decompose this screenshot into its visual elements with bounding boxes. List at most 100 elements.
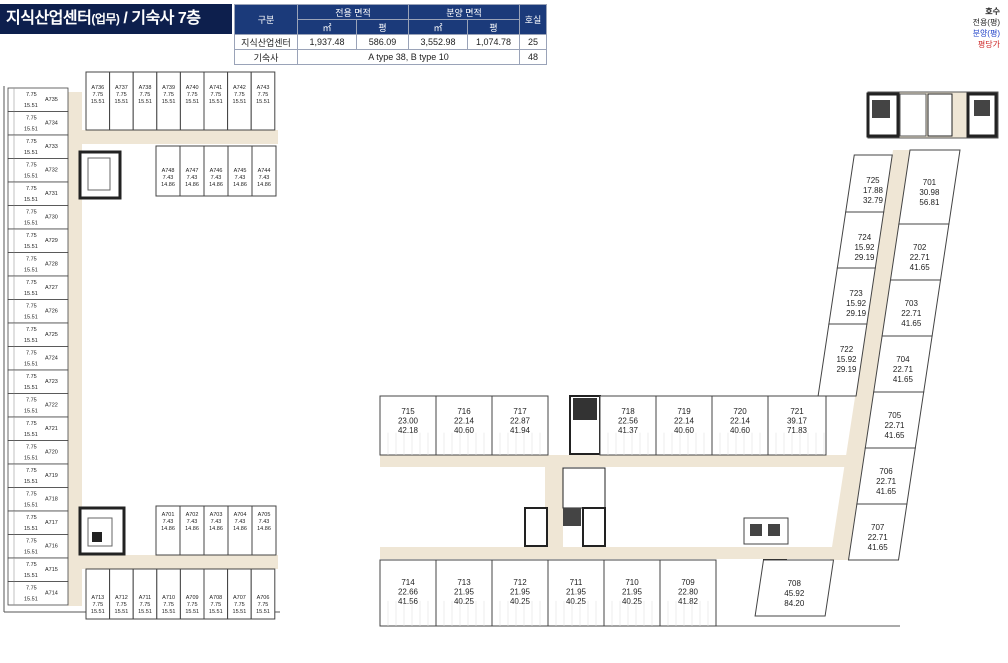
- unit-number: A706: [257, 595, 270, 601]
- unit-exclusive-area: 7.75: [26, 92, 37, 98]
- unit-number: 705: [888, 411, 902, 420]
- unit-outline: [379, 559, 437, 627]
- unit-sale-area: 41.94: [510, 426, 531, 435]
- unit-exclusive-area: 7.75: [26, 304, 37, 310]
- unit-outline: [7, 158, 69, 183]
- unit-number: A734: [45, 121, 58, 127]
- summary-table: 구분 전용 면적 분양 면적 호실 ㎡ 평 ㎡ 평 지식산업센터 1,937.4…: [234, 4, 547, 65]
- unit-exclusive-area: 7.75: [210, 92, 221, 98]
- unit-exclusive-area: 7.75: [210, 602, 221, 608]
- unit-sale-area: 15.51: [138, 609, 152, 615]
- unit-number: A704: [234, 512, 247, 518]
- unit-exclusive-area: 7.75: [26, 210, 37, 216]
- unit-number: A729: [45, 238, 58, 244]
- unit-outline: [7, 134, 69, 159]
- unit-outline: [7, 87, 69, 112]
- unit-outline: [817, 323, 868, 397]
- unit-exclusive-area: 7.43: [163, 519, 174, 525]
- unit-number: 706: [879, 467, 893, 476]
- unit-sale-area: 15.51: [24, 315, 38, 321]
- floor-grid: [555, 600, 597, 626]
- unit-exclusive-area: 22.71: [876, 477, 897, 486]
- unit-outline: [250, 71, 276, 131]
- unit-exclusive-area: 7.75: [26, 116, 37, 122]
- unit-number: 707: [871, 523, 885, 532]
- unit-exclusive-area: 7.75: [26, 445, 37, 451]
- unit-number: 714: [401, 578, 415, 587]
- unit-number: A731: [45, 191, 58, 197]
- hvac-icon: [750, 524, 762, 536]
- unit-outline: [379, 395, 437, 456]
- floor-grid: [719, 432, 761, 455]
- unit-sale-area: 40.60: [454, 426, 475, 435]
- unit-exclusive-area: 15.92: [854, 243, 875, 252]
- unit-number: A713: [91, 595, 104, 601]
- unit-outline: [7, 252, 69, 277]
- stair-icon: [87, 157, 111, 191]
- unit-number: 724: [858, 233, 872, 242]
- unit-sale-area: 14.86: [209, 182, 223, 188]
- unit-exclusive-area: 7.43: [235, 519, 246, 525]
- unit-sale-area: 15.51: [256, 609, 270, 615]
- unit-exclusive-area: 7.75: [116, 92, 127, 98]
- unit-outline: [251, 145, 277, 197]
- unit-number: A744: [258, 168, 271, 174]
- dorm-corridor-vertical: [68, 92, 82, 606]
- unit-sale-area: 40.25: [454, 597, 475, 606]
- unit-sale-area: 40.25: [566, 597, 587, 606]
- unit-exclusive-area: 7.43: [211, 175, 222, 181]
- unit-exclusive-area: 7.75: [187, 602, 198, 608]
- unit-sale-area: 15.51: [24, 503, 38, 509]
- restroom-core: [562, 467, 606, 509]
- legend-price: 평당가: [977, 40, 1000, 49]
- unit-exclusive-area: 7.43: [259, 175, 270, 181]
- dorm-units: A7367.7515.51A7377.7515.51A7387.7515.51A…: [7, 71, 277, 620]
- unit-number: A710: [162, 595, 175, 601]
- unit-outline: [7, 557, 69, 582]
- stair-icon: [87, 517, 113, 547]
- unit-outline: [847, 503, 908, 561]
- unit-exclusive-area: 7.75: [26, 586, 37, 592]
- unit-exclusive-area: 21.95: [454, 588, 475, 597]
- unit-outline: [7, 440, 69, 465]
- unit-number: 723: [849, 289, 863, 298]
- unit-number: A716: [45, 544, 58, 550]
- unit-sale-area: 32.79: [863, 196, 884, 205]
- unit-sale-area: 15.51: [24, 103, 38, 109]
- unit-exclusive-area: 7.75: [140, 92, 151, 98]
- stair-core-bottom: [78, 506, 126, 556]
- unit-exclusive-area: 22.56: [618, 417, 639, 426]
- floor-grid: [387, 600, 429, 626]
- unit-outline: [7, 322, 69, 347]
- unit-exclusive-area: 7.43: [259, 519, 270, 525]
- unit-exclusive-area: 7.75: [92, 92, 103, 98]
- dorm-corridor-bottom: [68, 555, 278, 569]
- floor-grid: [611, 600, 653, 626]
- unit-exclusive-area: 7.75: [258, 92, 269, 98]
- unit-outline: [659, 559, 717, 627]
- unit-exclusive-area: 7.75: [187, 92, 198, 98]
- header-sqm: ㎡: [297, 19, 357, 35]
- unit-outline: [7, 275, 69, 300]
- unit-sale-area: 15.51: [24, 127, 38, 133]
- unit-sale-area: 15.51: [256, 99, 270, 105]
- unit-exclusive-area: 7.75: [116, 602, 127, 608]
- unit-number: 703: [905, 299, 919, 308]
